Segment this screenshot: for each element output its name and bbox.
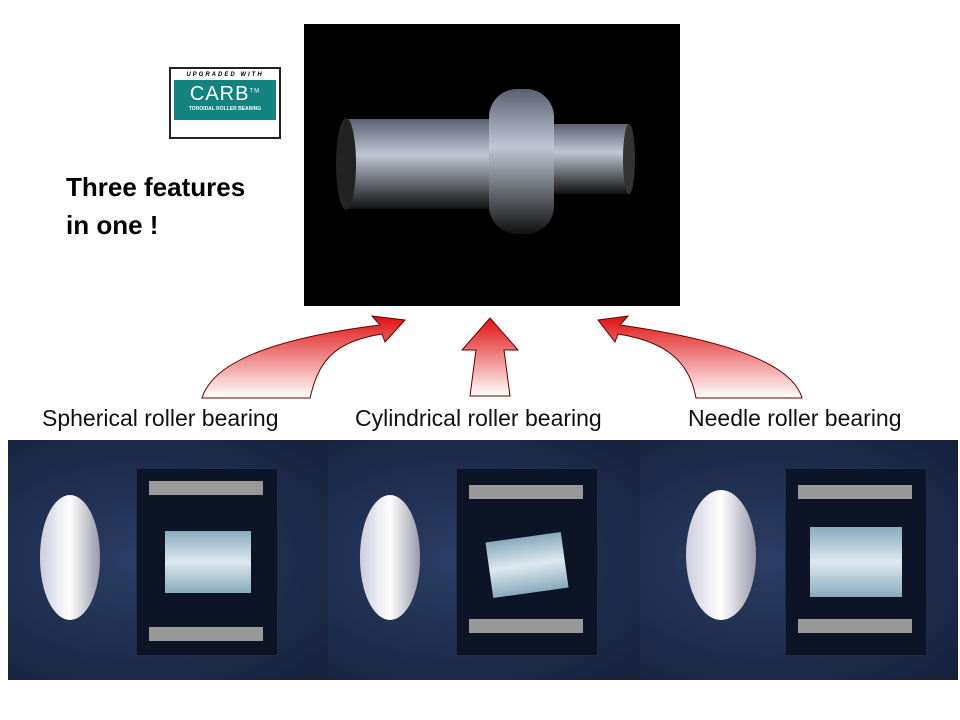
arrow-right	[597, 315, 803, 399]
section-view	[136, 468, 278, 656]
section-view	[456, 468, 598, 656]
bearing-icon	[40, 495, 100, 620]
shaft-bearing-image	[304, 24, 680, 306]
arrow-left	[201, 315, 407, 399]
headline-line1: Three features	[66, 172, 246, 202]
carb-logo: UPGRADED WITH CARBTM TOROIDAL ROLLER BEA…	[169, 67, 281, 139]
headline: Three features in one !	[66, 168, 245, 244]
label-needle: Needle roller bearing	[688, 405, 902, 431]
arrow-center	[460, 317, 520, 397]
logo-brand: CARB	[189, 83, 250, 105]
label-spherical: Spherical roller bearing	[42, 405, 279, 431]
logo-subtitle: TOROIDAL ROLLER BEARING	[188, 106, 262, 112]
headline-line2: in one !	[66, 210, 159, 240]
bearing-icon	[360, 495, 420, 620]
arrows	[201, 315, 803, 399]
bearing-icon	[686, 490, 756, 620]
panel-needle	[640, 440, 958, 680]
logo-band: CARBTM TOROIDAL ROLLER BEARING	[174, 80, 276, 120]
logo-top-text: UPGRADED WITH	[186, 72, 264, 78]
panel-cylindrical	[328, 440, 640, 680]
section-view	[785, 468, 927, 656]
label-cylindrical: Cylindrical roller bearing	[355, 405, 602, 431]
logo-tm: TM	[249, 88, 261, 95]
shaft-illustration	[336, 89, 635, 234]
panel-spherical	[8, 440, 328, 680]
